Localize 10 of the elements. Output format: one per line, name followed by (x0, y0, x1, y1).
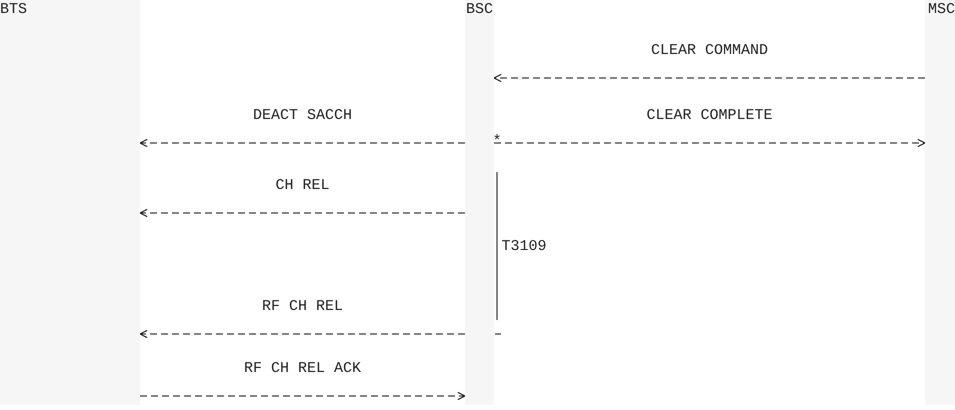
junction-mark: * (492, 133, 502, 151)
participant-label: BSC (465, 0, 494, 405)
participant-label: MSC (925, 0, 955, 405)
participant-label: BTS (0, 0, 140, 405)
message-arrow (139, 330, 466, 338)
message-arrow (493, 74, 926, 82)
message-arrow (494, 138, 926, 148)
message-arrow (139, 208, 466, 218)
message-arrow (139, 138, 466, 148)
message-arrow (140, 392, 466, 400)
